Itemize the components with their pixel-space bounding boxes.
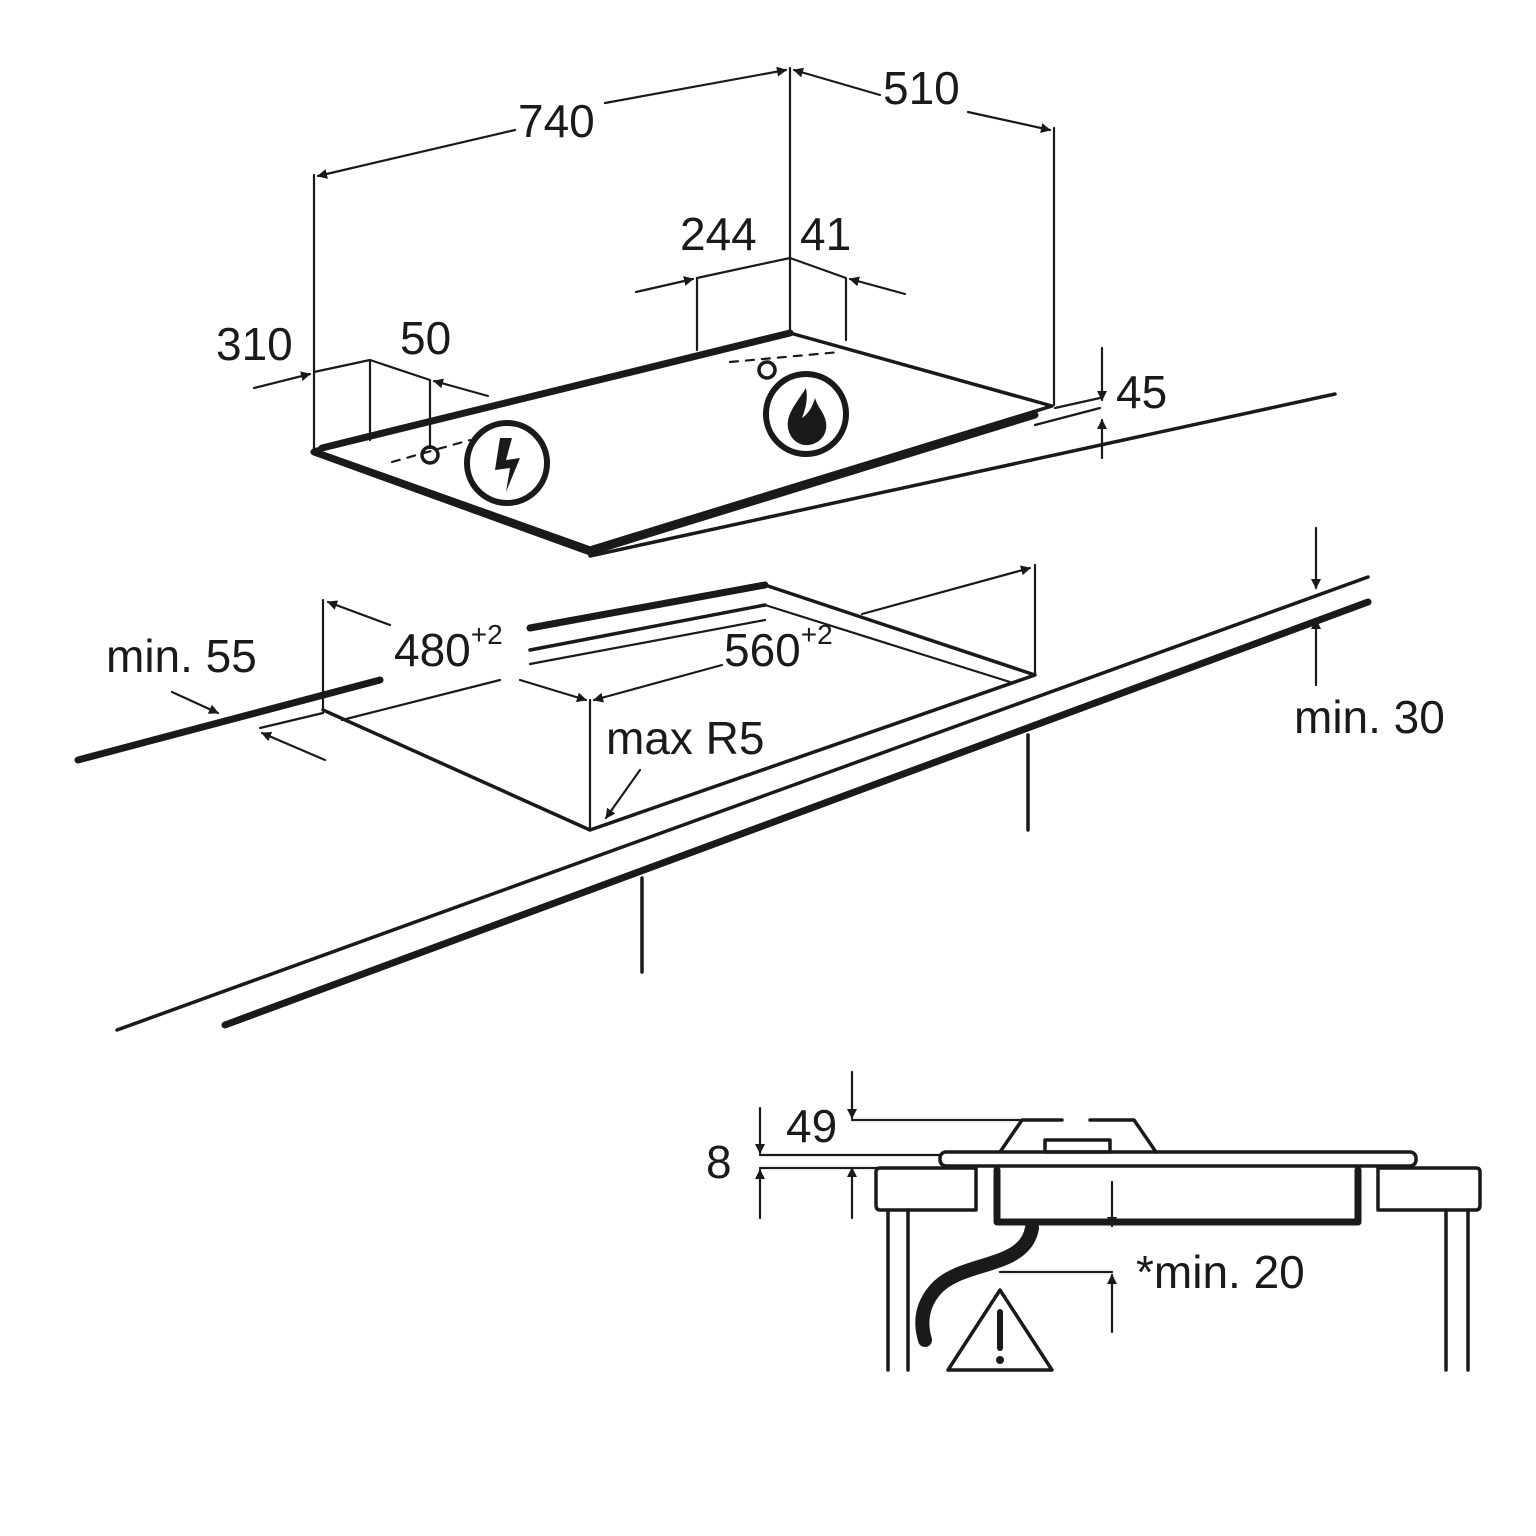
dim-480-arrow-right [518, 678, 588, 703]
elec-inlet-top [312, 358, 372, 374]
hob-side-line-upper [1053, 396, 1102, 410]
label-49: 49 [786, 1100, 837, 1152]
lightning-bolt-icon [464, 420, 550, 506]
elec-inlet-guides [368, 358, 432, 450]
burner-left [998, 1118, 1064, 1154]
worktop-back-edge-c [528, 618, 767, 666]
hob-back-edge [318, 329, 794, 452]
label-560-value: 560 [724, 624, 801, 676]
dim-740-arrow-left [316, 128, 517, 179]
label-min-55: min. 55 [106, 630, 257, 682]
dim-510-arrow-right [966, 110, 1052, 133]
elec-inlet-dash [390, 438, 472, 464]
dim-55-arrow-b [260, 731, 327, 762]
worktop-back-edge-b [528, 603, 767, 652]
label-560: 560+2 [724, 619, 833, 676]
cutout-inner-left [340, 678, 502, 722]
dim-50-arrow [432, 378, 490, 398]
label-480-tolerance: +2 [471, 619, 503, 650]
hob-front-edge [310, 411, 1039, 556]
burner-right [1088, 1118, 1158, 1154]
dim-41-arrow [848, 276, 907, 296]
label-480: 480+2 [394, 619, 503, 676]
flame-icon [763, 371, 849, 457]
worktop-front-left-thick [74, 676, 384, 764]
label-510: 510 [883, 62, 960, 114]
dim-244-arrow [634, 276, 695, 294]
cutout-inner-right [763, 603, 1012, 684]
worktop-left [874, 1166, 978, 1212]
worktop-front-edge-lower [221, 598, 1372, 1029]
dim-480-arrow-left [326, 600, 392, 627]
dim-310-arrow [252, 371, 312, 390]
label-8: 8 [706, 1136, 732, 1188]
power-cable [915, 1221, 1039, 1347]
label-41: 41 [800, 208, 851, 260]
label-min-30: min. 30 [1294, 691, 1445, 743]
gas-inlet-guides [695, 256, 848, 352]
dim-55-arrow-a [170, 690, 220, 715]
worktop-drawing [74, 526, 1372, 1032]
worktop-front-left-thin [258, 711, 325, 730]
radius-arrow [604, 768, 642, 820]
label-480-value: 480 [394, 624, 471, 676]
gas-inlet-hole [757, 360, 777, 380]
hob-drawing [252, 66, 1337, 558]
dim-740-arrow-right [603, 66, 788, 105]
warning-triangle-icon [946, 1288, 1054, 1372]
label-45: 45 [1116, 366, 1167, 418]
label-560-tolerance: +2 [801, 619, 833, 650]
worktop-front-edge-upper [115, 575, 1370, 1032]
section-view [755, 1070, 1482, 1372]
label-50: 50 [400, 312, 451, 364]
burner-cap [1043, 1138, 1112, 1154]
glass-top [938, 1150, 1418, 1168]
worktop-back-edge-a [526, 581, 769, 632]
cutout-outline [321, 583, 1037, 832]
label-min-20: *min. 20 [1136, 1246, 1305, 1298]
worktop-right [1376, 1166, 1482, 1212]
label-310: 310 [216, 318, 293, 370]
hob-side-line [1033, 406, 1102, 427]
label-740: 740 [518, 95, 595, 147]
hob-body [993, 1166, 1362, 1226]
gas-inlet-dash [728, 350, 842, 364]
elec-inlet-hole [420, 445, 440, 465]
dim-560-arrow-right [860, 565, 1032, 616]
label-max-r5: max R5 [606, 712, 764, 764]
dim-510-arrow-left [792, 67, 882, 97]
dim-560-arrow-left [592, 663, 724, 703]
worktop-back-line [588, 392, 1337, 558]
label-244: 244 [680, 208, 757, 260]
